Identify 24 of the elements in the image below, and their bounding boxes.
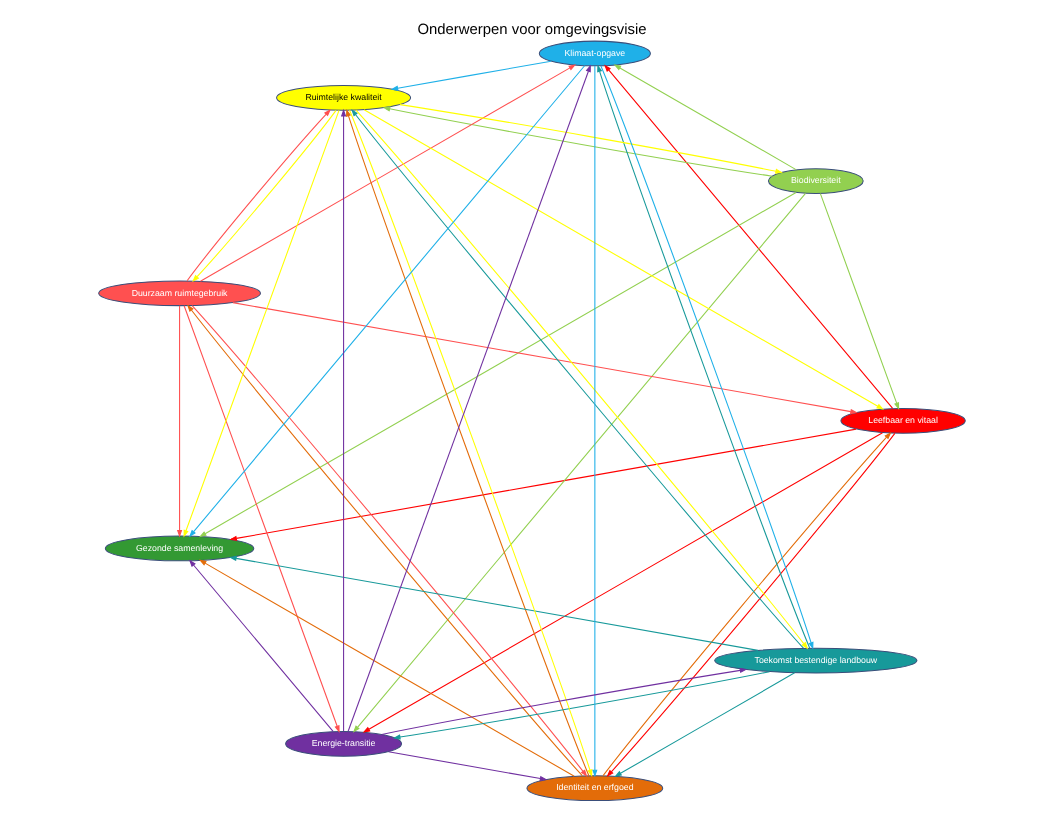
arrow — [389, 60, 551, 91]
arrow — [613, 672, 795, 777]
arrow — [380, 667, 747, 735]
arrow — [231, 302, 857, 415]
arrow — [362, 109, 884, 410]
arrow — [197, 191, 796, 538]
arrow — [386, 751, 547, 782]
arrow — [175, 305, 182, 538]
arrow — [182, 305, 339, 733]
arrow — [182, 109, 339, 538]
arrow — [591, 65, 597, 778]
arrow — [339, 108, 346, 732]
arrow — [187, 559, 333, 732]
arrow — [351, 192, 806, 733]
arrow — [197, 559, 574, 777]
arrow — [228, 428, 856, 541]
arrow — [188, 65, 585, 538]
arrow — [818, 193, 899, 410]
arrow — [198, 64, 576, 282]
arrow — [391, 671, 770, 740]
arrow — [361, 432, 883, 733]
arrow — [612, 64, 796, 171]
arrow — [603, 64, 893, 409]
arrow — [228, 555, 758, 651]
